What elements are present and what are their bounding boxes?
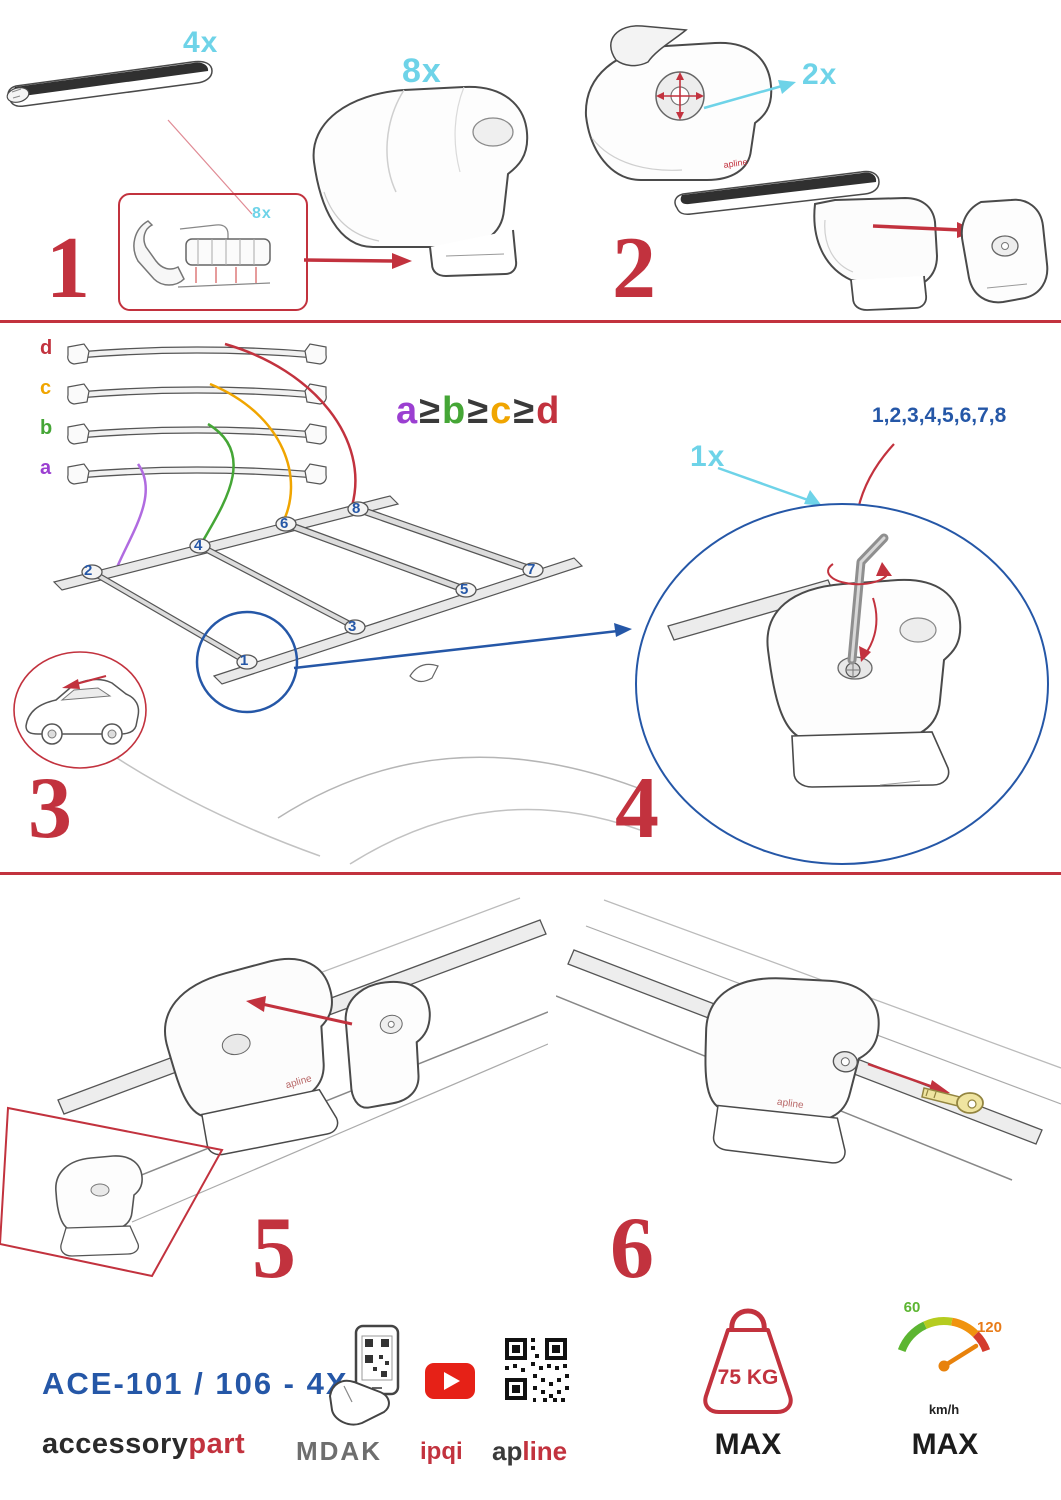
roof-position-7: 7: [527, 561, 536, 578]
clamp-cover-illustration: apline: [584, 25, 773, 181]
section-divider-1: [0, 320, 1061, 323]
formula-a: a: [396, 390, 420, 432]
clamp-logo-text: apline: [776, 1097, 804, 1112]
front-direction-arrow: [75, 675, 107, 685]
pad-insert-arrow: [303, 253, 412, 269]
roof-mounting-illustration: [52, 495, 640, 865]
antenna-fin: [409, 663, 439, 683]
crossbar-illustration: [6, 60, 213, 107]
formula-ge-1: ≥: [419, 390, 442, 432]
apline-logo: apline: [492, 1436, 567, 1467]
tightening-sequence-label: 1,2,3,4,5,6,7,8: [872, 404, 1007, 427]
slide-in-arrow: [261, 1002, 353, 1026]
roof-position-2: 2: [84, 562, 93, 579]
speedometer-icon: 60 120 km/h: [897, 1299, 1002, 1417]
zoom-link-arrow: [293, 629, 619, 670]
speed-low-label: 60: [904, 1299, 921, 1316]
hand-icon: [328, 1379, 390, 1426]
formula-ge-3: ≥: [513, 390, 537, 432]
step-1-number: 1: [46, 220, 90, 317]
rubber-pad-illustration: [133, 220, 271, 288]
section-divider-2: [0, 872, 1061, 875]
step-4-number: 4: [615, 760, 659, 857]
rubber-pad-inset-box: 8x: [118, 193, 308, 311]
car-direction-inset: [13, 651, 147, 769]
brand-part: part: [188, 1428, 246, 1460]
crossbar-qty-label: 4x: [183, 26, 219, 59]
apline-logo-dark: ap: [492, 1436, 523, 1466]
bar-routing-curves: [113, 342, 357, 573]
mdak-logo: MDAK: [296, 1436, 382, 1466]
roof-position-5: 5: [460, 581, 469, 598]
step-6-number: 6: [610, 1200, 654, 1297]
key-insert-arrow: [867, 1062, 937, 1090]
cover-qty-label: 2x: [802, 58, 838, 91]
formula-d: d: [536, 390, 562, 432]
bar-label-d: d: [40, 337, 53, 359]
tool-qty-arrow: [717, 466, 822, 506]
step-3-number: 3: [28, 760, 72, 857]
crossbar-size-d: [67, 343, 327, 365]
position-1-highlight-circle: [195, 610, 299, 714]
roof-position-4: 4: [194, 537, 203, 554]
foot-qty-label: 8x: [402, 52, 442, 90]
roof-position-8: 8: [352, 500, 361, 517]
speed-unit-label: km/h: [929, 1402, 959, 1417]
max-weight-icon: 75 KG: [703, 1308, 793, 1414]
max-weight-label: MAX: [714, 1428, 782, 1461]
max-weight-value: 75 KG: [718, 1366, 779, 1389]
bar-label-a: a: [40, 457, 52, 479]
pad-qty-label: 8x: [252, 205, 272, 222]
bar-leader-line: [167, 119, 253, 215]
qr-code: [503, 1336, 571, 1404]
model-number: ACE-101 / 106 - 4X: [42, 1366, 349, 1401]
rotation-arrow: [827, 563, 889, 586]
speedometer-needle: [941, 1343, 979, 1369]
roof-position-1: 1: [240, 652, 249, 669]
foot-clamp-illustration: [312, 85, 529, 278]
max-speed-label: MAX: [911, 1428, 979, 1461]
clamp-slide-illustration: apline: [0, 897, 548, 1278]
crossbar-size-b: [67, 423, 327, 445]
brand-accessory: accessory: [42, 1428, 189, 1460]
step-5-number: 5: [252, 1200, 296, 1297]
apline-logo-red: line: [522, 1436, 568, 1466]
formula-c: c: [490, 390, 514, 432]
detail-region-outline: [0, 1106, 224, 1278]
bar-label-c: c: [40, 377, 52, 399]
youtube-icon: [425, 1363, 475, 1399]
step-2-number: 2: [612, 220, 656, 317]
roof-position-6: 6: [280, 515, 289, 532]
brand-wordmark: accessorypart: [42, 1428, 245, 1461]
torque-zoom-illustration: [635, 503, 1049, 865]
formula-b: b: [442, 390, 468, 432]
bar-label-b: b: [40, 417, 53, 439]
clamp-logo-text: apline: [723, 157, 748, 170]
endcap-assembly-illustration: [674, 170, 1049, 311]
bar-order-formula: a≥b≥c≥d: [396, 390, 561, 433]
speed-high-label: 120: [977, 1319, 1002, 1336]
cover-qty-arrow: [703, 80, 796, 110]
crossbar-size-a: [67, 463, 327, 485]
key-illustration: [921, 1087, 984, 1114]
lock-key-illustration: apline: [556, 899, 1061, 1181]
roof-position-3: 3: [348, 618, 357, 635]
scan-phone-icon: [328, 1324, 400, 1426]
formula-ge-2: ≥: [467, 390, 491, 432]
ipqi-logo: ipqi: [420, 1438, 463, 1465]
